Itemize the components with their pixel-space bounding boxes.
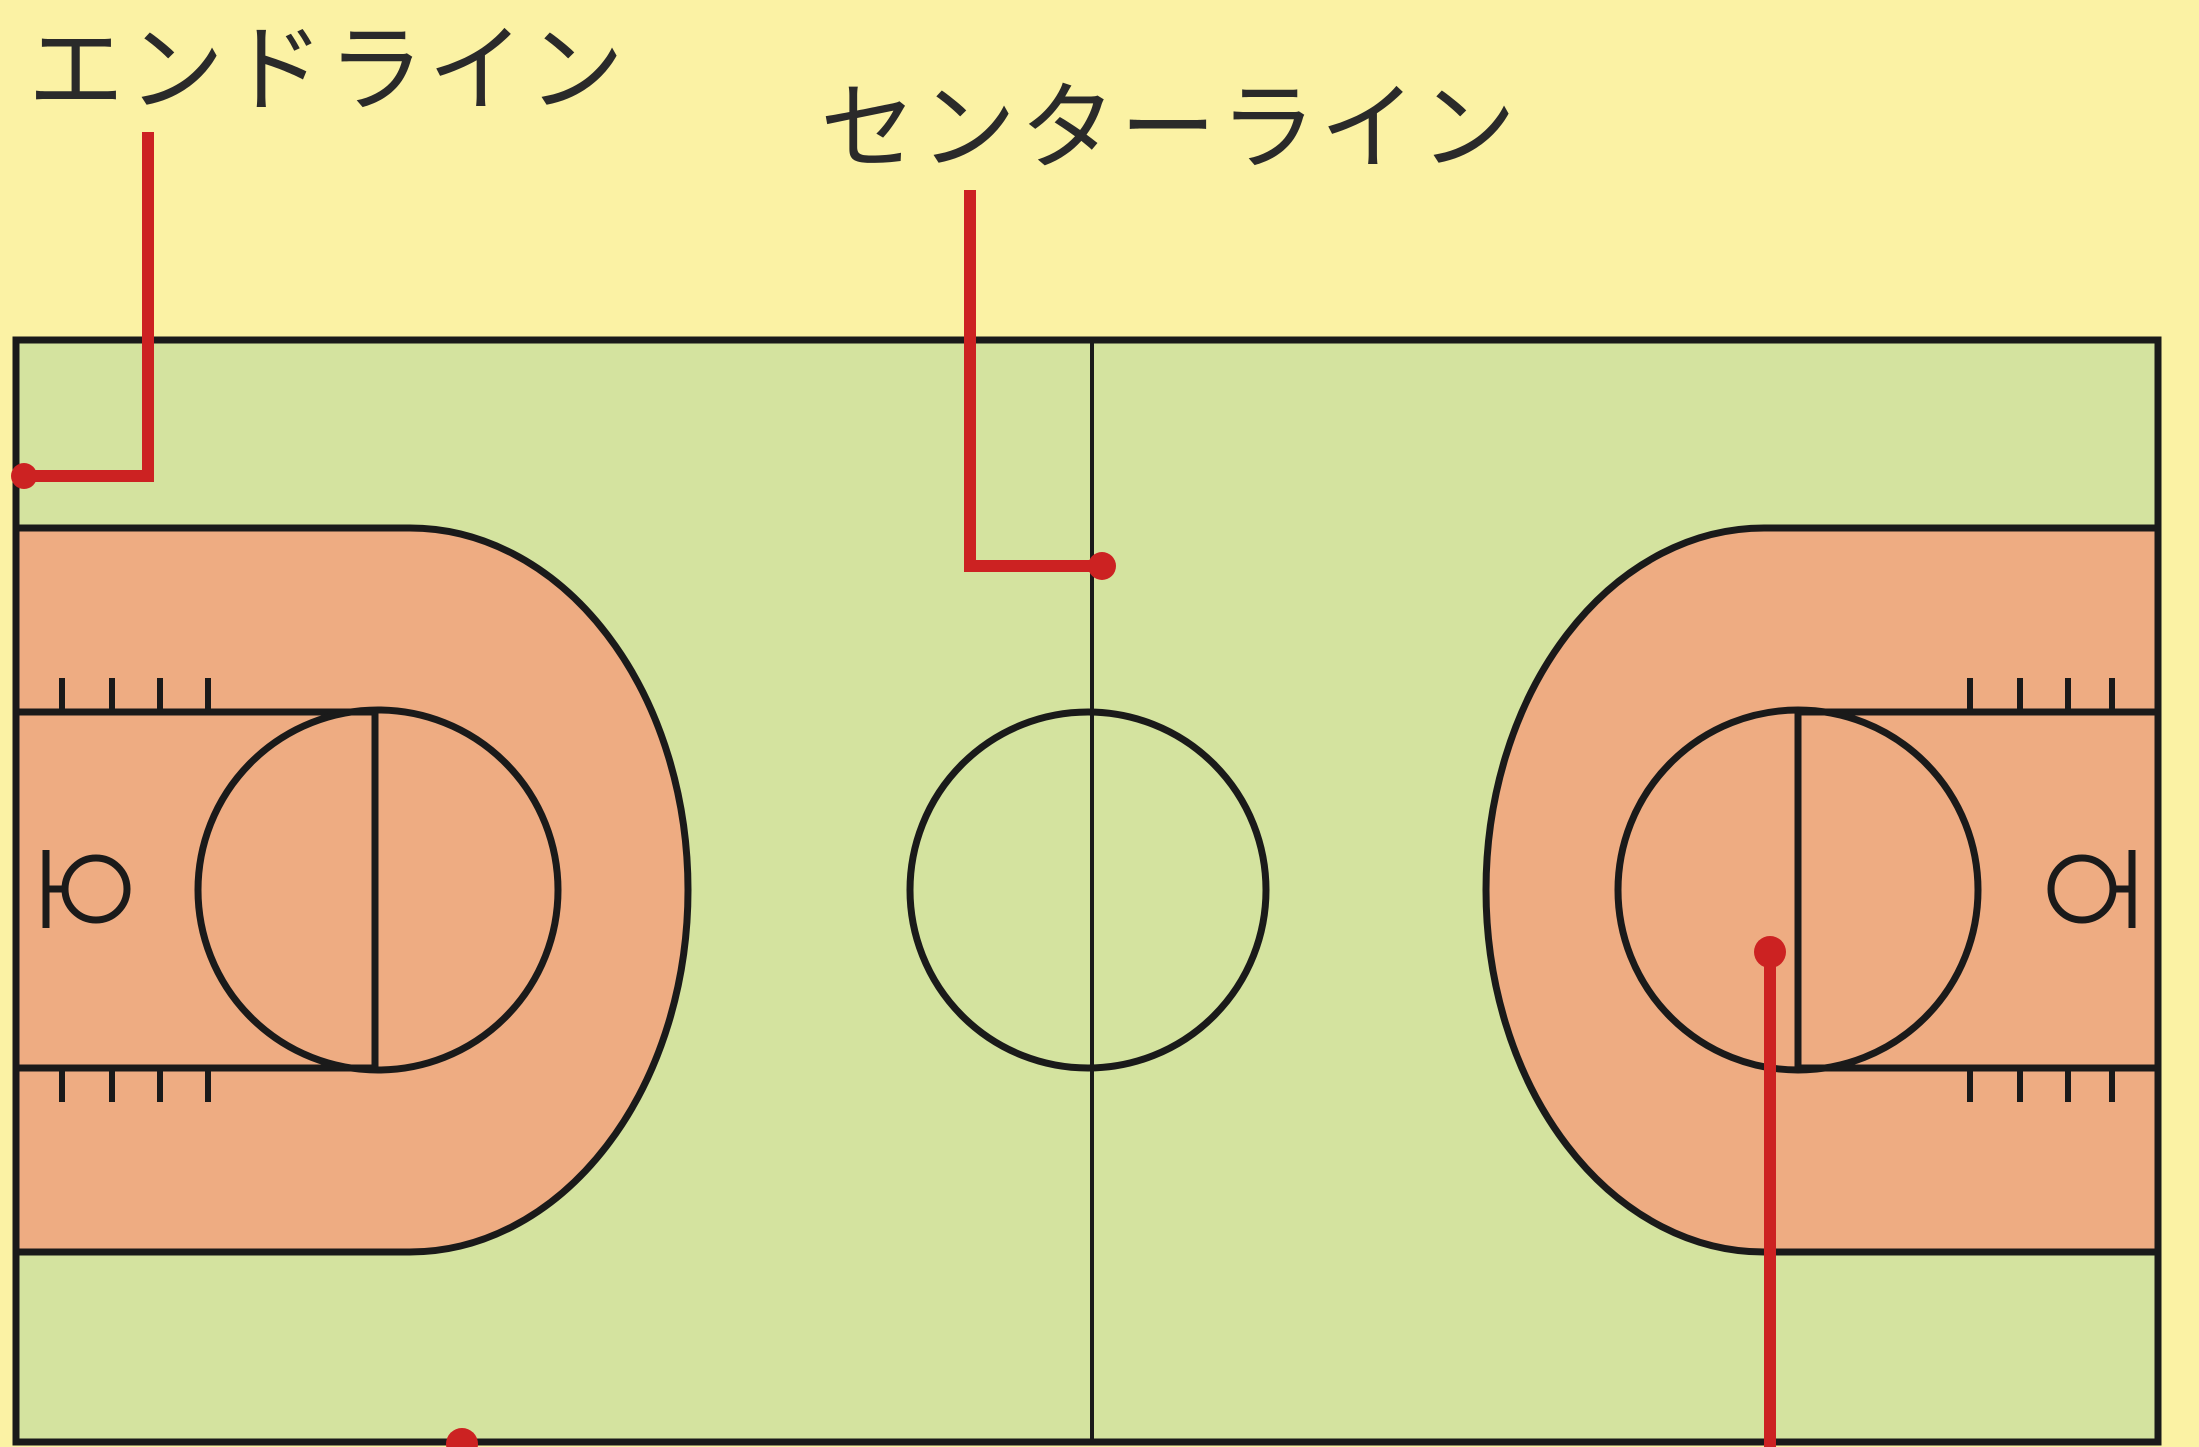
center-line-pointer [964, 190, 1116, 580]
left-three-point-area [12, 524, 692, 1256]
right-free-throw-lane [1794, 708, 2158, 1072]
right-basket [2047, 850, 2136, 928]
end-line-pointer [11, 132, 154, 489]
left-free-throw-lane [16, 708, 379, 1072]
left-basket [42, 850, 131, 928]
center-circle [906, 708, 1270, 1072]
right-free-throw-circle [1614, 706, 1982, 1074]
left-free-throw-circle [194, 706, 562, 1074]
right-three-point-area [1482, 524, 2162, 1256]
right-lane-hash-marks [1967, 678, 2115, 1102]
bottom-pointer [446, 1428, 478, 1447]
center-line-label: センターライン [820, 72, 1520, 184]
left-lane-hash-marks [59, 678, 211, 1102]
end-line-label: エンドライン [28, 14, 628, 126]
right-key-pointer [1754, 936, 1786, 1447]
